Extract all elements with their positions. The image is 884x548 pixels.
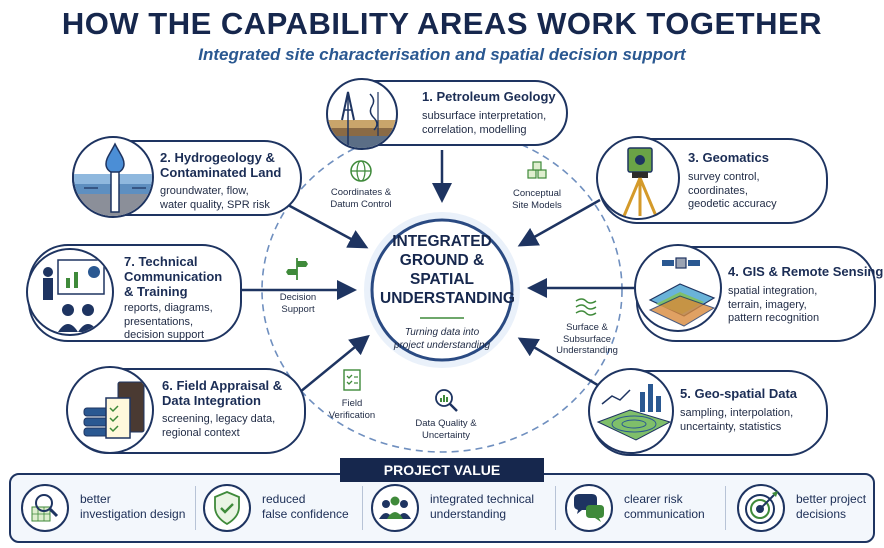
satellite-map-icon [634,244,722,332]
divider [195,486,196,530]
divider [555,486,556,530]
database-clipboard-icon [66,366,154,454]
hydro-title: 2. Hydrogeology & Contaminated Land [160,150,282,180]
target-icon [737,484,785,532]
connector-decision: Decision Support [279,292,317,315]
connector-coordinates: Coordinates & Datum Control [330,187,392,210]
value-text-communication: clearer risk communication [624,492,705,521]
arrow-geomatics [517,198,601,247]
geomatics-title: 3. Geomatics [688,150,769,165]
page-title: HOW THE CAPABILITY AREAS WORK TOGETHER [61,6,823,41]
globe-icon [350,160,372,182]
arrow-hydro [287,203,369,249]
petroleum-rig-icon [326,78,398,150]
signpost-icon [286,258,308,280]
connector-surface: Surface & Subsurface Understanding [556,322,618,356]
magnifier-grid-icon [21,484,69,532]
arrow-geodata [517,337,607,392]
divider [362,486,363,530]
magnifier-chart-icon [435,389,458,412]
page-subtitle: Integrated site characterisation and spa… [198,45,686,64]
layers-icon [575,298,597,316]
geomatics-desc: survey control, coordinates, geodetic ac… [688,171,777,210]
center-title: INTEGRATED GROUND & SPATIAL UNDERSTANDIN… [380,233,515,307]
shield-check-icon [203,484,251,532]
gis-desc: spatial integration, terrain, imagery, p… [728,285,820,324]
field-desc: screening, legacy data, regional context [162,413,276,439]
total-station-icon [596,136,680,220]
project-value-label: PROJECT VALUE [340,458,544,482]
value-text-understanding: integrated technical understanding [430,492,535,521]
comms-title: 7. Technical Communication & Training [124,254,223,299]
geodata-desc: sampling, interpolation, uncertainty, st… [680,407,794,433]
value-item-confidence: reduced false confidence [202,483,362,533]
arrow-field [299,334,370,393]
cubes-icon [527,161,547,179]
petroleum-desc: subsurface interpretation, correlation, … [422,110,547,136]
checklist-icon [343,369,361,391]
center-circle [370,218,514,362]
team-icon [371,484,419,532]
value-item-communication: clearer risk communication [564,483,734,533]
petroleum-title: 1. Petroleum Geology [422,89,556,104]
value-text-confidence: reduced false confidence [262,492,349,521]
project-value-panel [9,473,875,543]
value-text-investigation: better investigation design [80,492,186,521]
presentation-icon [26,248,114,336]
connector-conceptual: Conceptual Site Models [512,188,562,211]
chat-bubbles-icon [565,484,613,532]
value-item-understanding: integrated technical understanding [370,483,560,533]
gis-title: 4. GIS & Remote Sensing [728,264,884,279]
value-item-investigation: better investigation design [20,483,200,533]
connector-quality: Data Quality & Uncertainty [415,418,477,441]
comms-desc: reports, diagrams, presentations, decisi… [124,302,213,341]
divider [725,486,726,530]
contour-chart-icon [588,368,674,454]
water-drop-icon [72,136,154,218]
field-title: 6. Field Appraisal & Data Integration [162,378,283,408]
value-text-decisions: better project decisions [796,492,867,521]
connector-verification: Field Verification [328,398,376,421]
hydro-desc: groundwater, flow, water quality, SPR ri… [160,185,270,211]
center-subtitle: Turning data into project understanding [393,327,491,351]
value-item-decisions: better project decisions [736,483,872,533]
geodata-title: 5. Geo-spatial Data [680,386,798,401]
